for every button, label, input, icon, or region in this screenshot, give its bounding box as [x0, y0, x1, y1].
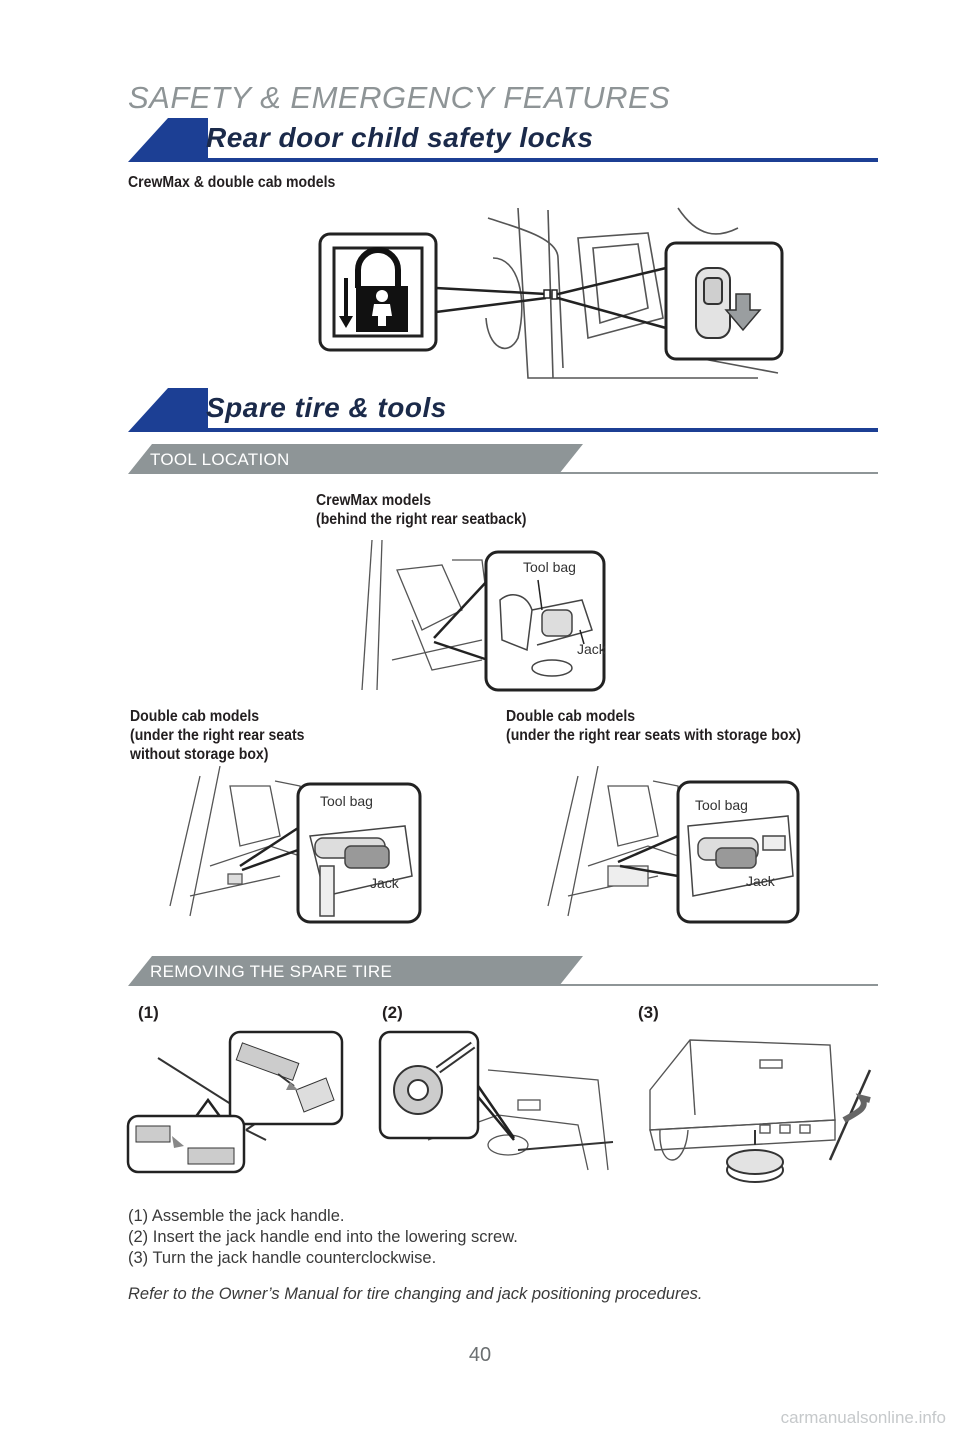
box-toolbag-label: Tool bag: [695, 797, 748, 813]
spare-tire-heading: Spare tire & tools: [206, 392, 447, 423]
removing-spare-band: REMOVING THE SPARE TIRE: [128, 956, 878, 990]
section-title: SAFETY & EMERGENCY FEATURES: [128, 80, 671, 115]
no-box-toolbag-label: Tool bag: [320, 793, 373, 809]
step-2-label: (2): [382, 1003, 403, 1022]
instruction-3: (3) Turn the jack handle counterclockwis…: [128, 1249, 437, 1267]
no-box-jack-label: Jack: [370, 875, 400, 891]
box-jack-label: Jack: [746, 873, 776, 889]
instruction-2: (2) Insert the jack handle end into the …: [128, 1228, 518, 1246]
double-cab-box-illustration: Tool bag Jack: [547, 766, 800, 924]
removing-spare-subheading: REMOVING THE SPARE TIRE: [150, 962, 393, 981]
lock-lever-callout: [664, 241, 784, 361]
child-locks-heading: Rear door child safety locks: [206, 122, 594, 153]
crewmax-toolbag-label: Tool bag: [523, 559, 576, 575]
tool-location-band: TOOL LOCATION: [128, 444, 878, 478]
step-3-label: (3): [638, 1003, 659, 1022]
child-locks-heading-band: Rear door child safety locks: [128, 118, 878, 162]
instruction-1: (1) Assemble the jack handle.: [128, 1207, 345, 1225]
step-2-illustration: [378, 1030, 614, 1171]
page-number: 40: [468, 1344, 492, 1366]
crewmax-jack-label: Jack: [577, 641, 607, 657]
double-cab-no-box-illustration: Tool bag Jack: [169, 766, 422, 924]
step-1-illustration: [126, 1030, 344, 1174]
child-lock-symbol-icon: [318, 232, 438, 352]
watermark: carmanualsonline.info: [780, 1408, 946, 1427]
tool-location-subheading: TOOL LOCATION: [150, 450, 290, 469]
spare-tire-heading-band: Spare tire & tools: [128, 388, 878, 432]
child-lock-illustration: [318, 207, 784, 379]
crewmax-caption: CrewMax models (behind the right rear se…: [316, 492, 527, 528]
child-locks-caption: CrewMax & double cab models: [128, 174, 336, 191]
owners-manual-note: Refer to the Owner’s Manual for tire cha…: [128, 1285, 703, 1303]
double-cab-box-caption: Double cab models (under the right rear …: [506, 708, 801, 744]
crewmax-tool-illustration: Tool bag Jack: [361, 540, 607, 692]
step-1-label: (1): [138, 1003, 159, 1022]
step-3-illustration: [649, 1039, 872, 1183]
double-cab-no-box-caption: Double cab models (under the right rear …: [130, 708, 305, 763]
